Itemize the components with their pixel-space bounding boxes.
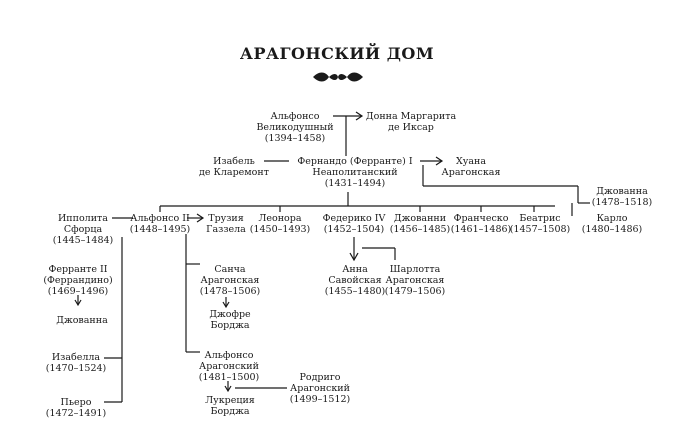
person-rodrigo: Родриго Арагонский (1499–1512) — [290, 372, 351, 405]
dates: (1431–1494) — [324, 178, 386, 189]
surname: Борджа — [210, 406, 250, 417]
name: Альфонсо — [270, 111, 320, 122]
person-ferdinando: Фернандо (Ферранте) I Неаполитанский (14… — [297, 156, 412, 189]
nickname: (Феррандино) — [43, 275, 113, 286]
name: Федерико IV — [322, 213, 386, 224]
person-piero: Пьеро (1472–1491) — [46, 397, 107, 419]
title-ornament — [313, 72, 363, 82]
person-anna: Анна Савойская (1455–1480) — [325, 264, 386, 297]
person-dzhovanna-daughter: Джованна — [56, 315, 108, 326]
surname: Арагонский — [199, 361, 259, 372]
name: Ферранте II — [48, 264, 108, 275]
person-karlo: Карло (1480–1486) — [582, 213, 643, 235]
person-leonora: Леонора (1450–1493) — [250, 213, 311, 235]
dates: (1452–1504) — [323, 224, 385, 235]
surname: Борджа — [210, 320, 250, 331]
person-sancha: Санча Арагонская (1478–1506) — [200, 264, 261, 297]
name: Джованна — [596, 186, 648, 197]
surname: Арагонская — [441, 167, 501, 178]
name: Фернандо (Ферранте) I — [297, 156, 413, 167]
name: Лукреция — [205, 395, 255, 406]
name: Леонора — [258, 213, 302, 224]
surname: де Кларемонт — [199, 167, 269, 178]
dates: (1478–1518) — [591, 197, 653, 208]
name: Изабелла — [51, 352, 101, 363]
person-izabella: Изабелла (1470–1524) — [46, 352, 107, 374]
dates: (1394–1458) — [264, 133, 326, 144]
person-huana: Хуана Арагонская — [442, 156, 501, 178]
dates: (1445–1484) — [52, 235, 114, 246]
name: Анна — [342, 264, 368, 275]
name: Шарлотта — [389, 264, 441, 275]
person-ferrante-ii: Ферранте II (Феррандино) (1469–1496) — [43, 264, 112, 297]
person-dzhovanni: Джованни (1456–1485) — [390, 213, 451, 235]
person-ippolita: Ипполита Сфорца (1445–1484) — [53, 213, 114, 246]
person-lukreciya: Лукреция Борджа — [205, 395, 255, 417]
dates: (1479–1506) — [384, 286, 446, 297]
dates: (1478–1506) — [199, 286, 261, 297]
name: Беатрис — [519, 213, 561, 224]
dates: (1481–1500) — [198, 372, 260, 383]
person-alfonso-aragonsky: Альфонсо Арагонский (1481–1500) — [199, 350, 260, 383]
name: Франческо — [453, 213, 509, 224]
title: Неаполитанский — [312, 167, 398, 178]
name: Джофре — [209, 309, 251, 320]
name: Джованна — [56, 315, 108, 326]
surname: Газзела — [206, 224, 246, 235]
person-beatris: Беатрис (1457–1508) — [510, 213, 571, 235]
surname: де Иксар — [388, 122, 434, 133]
person-alfonso-v: Альфонсо Великодушный (1394–1458) — [256, 111, 333, 144]
name: Альфонсо — [204, 350, 254, 361]
name: Родриго — [299, 372, 341, 383]
name: Санча — [214, 264, 246, 275]
name: Ипполита — [58, 213, 108, 224]
person-federiko: Федерико IV (1452–1504) — [323, 213, 386, 235]
dates: (1470–1524) — [45, 363, 107, 374]
name: Джованни — [393, 213, 447, 224]
name: Хуана — [455, 156, 487, 167]
dates: (1461–1486) — [450, 224, 512, 235]
person-alfonso-ii: Альфонсо II (1448–1495) — [130, 213, 191, 235]
surname: Савойская — [328, 275, 382, 286]
dates: (1480–1486) — [581, 224, 643, 235]
person-sharlotta: Шарлотта Арагонская (1479–1506) — [385, 264, 446, 297]
person-izabel: Изабель де Кларемонт — [199, 156, 269, 178]
surname: Арагонская — [385, 275, 445, 286]
name: Карло — [596, 213, 628, 224]
title: Великодушный — [256, 122, 334, 133]
person-dzhofre: Джофре Борджа — [209, 309, 250, 331]
surname: Сфорца — [63, 224, 103, 235]
surname: Арагонский — [290, 383, 350, 394]
dates: (1455–1480) — [324, 286, 386, 297]
name: Альфонсо II — [130, 213, 190, 224]
dates: (1472–1491) — [45, 408, 107, 419]
name: Трузия — [208, 213, 244, 224]
person-dzhovanna-1478: Джованна (1478–1518) — [592, 186, 653, 208]
diagram-title: АРАГОНСКИЙ ДОМ — [239, 44, 435, 63]
dates: (1456–1485) — [389, 224, 451, 235]
dates: (1450–1493) — [249, 224, 311, 235]
dates: (1469–1496) — [47, 286, 109, 297]
dates: (1448–1495) — [129, 224, 191, 235]
surname: Арагонская — [200, 275, 260, 286]
dates: (1457–1508) — [509, 224, 571, 235]
person-francheско: Франческо (1461–1486) — [451, 213, 512, 235]
name: Изабель — [213, 156, 255, 167]
dates: (1499–1512) — [289, 394, 351, 405]
name: Донна Маргарита — [365, 111, 457, 122]
person-truziya: Трузия Газзела — [206, 213, 246, 235]
name: Пьеро — [60, 397, 92, 408]
person-donna-margarita: Донна Маргарита де Иксар — [366, 111, 456, 133]
